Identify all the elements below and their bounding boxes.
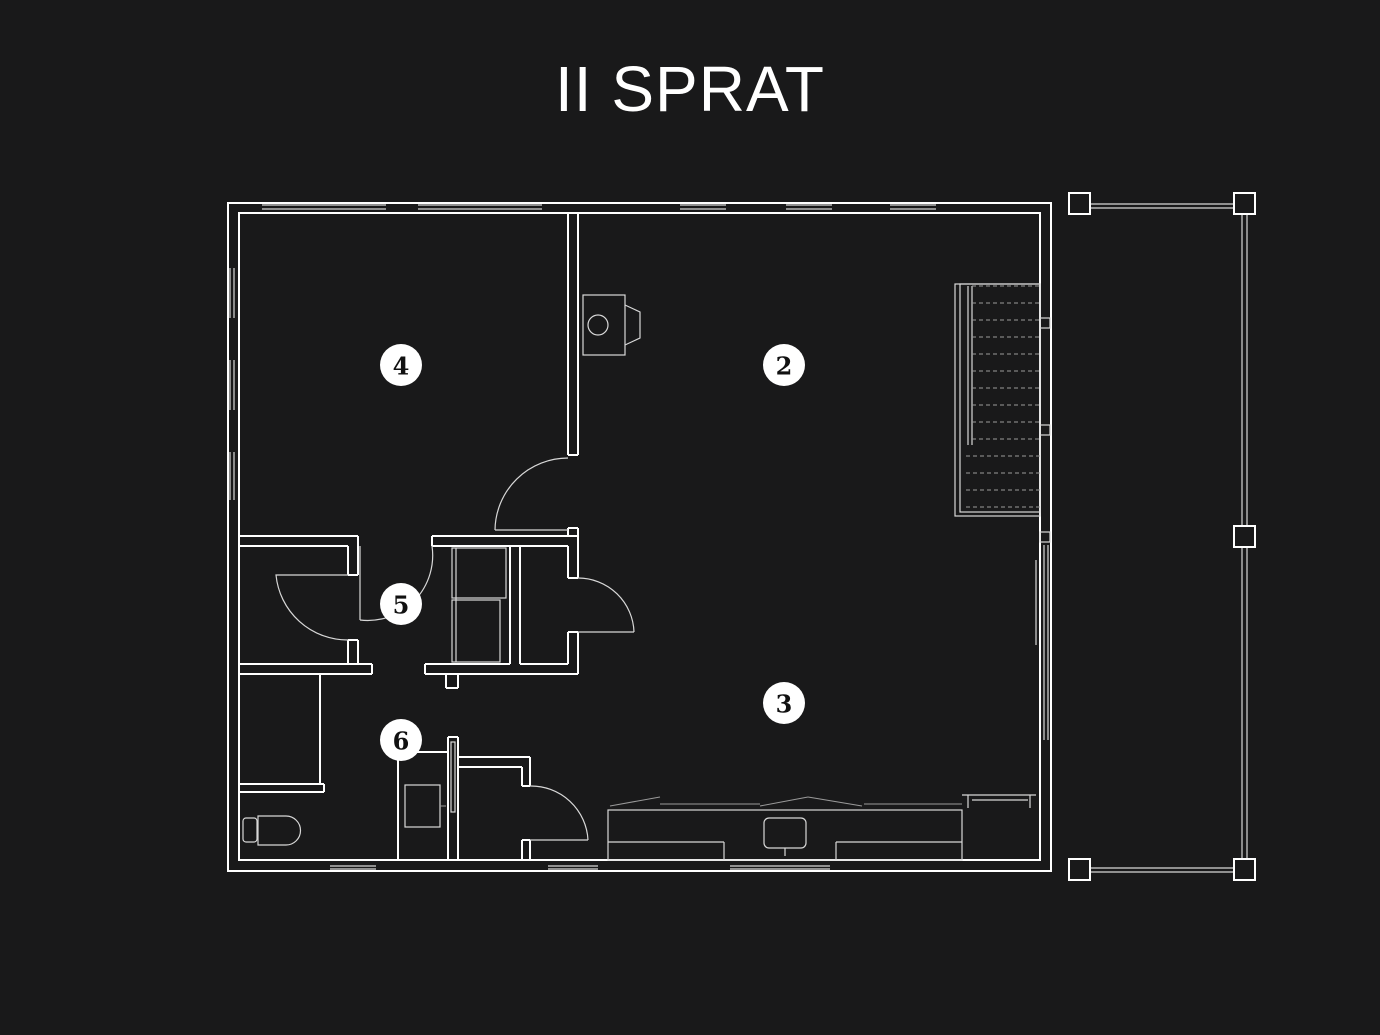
fixtures — [242, 283, 1051, 861]
room-number-6: 6 — [393, 727, 410, 756]
floor-title: II SPRAT — [555, 53, 825, 125]
room-marker-5: 5 — [380, 583, 422, 625]
room-marker-4: 4 — [380, 344, 422, 386]
room-marker-3: 3 — [763, 682, 805, 724]
staircase — [954, 283, 1051, 543]
door-swings — [275, 457, 635, 841]
room-number-5: 5 — [393, 591, 410, 620]
room-number-3: 3 — [776, 690, 793, 719]
interior-walls — [239, 213, 579, 860]
room-marker-6: 6 — [380, 719, 422, 761]
room-marker-2: 2 — [763, 344, 805, 386]
balcony — [1068, 192, 1256, 881]
room-number-2: 2 — [776, 352, 793, 381]
room-number-4: 4 — [393, 352, 410, 381]
